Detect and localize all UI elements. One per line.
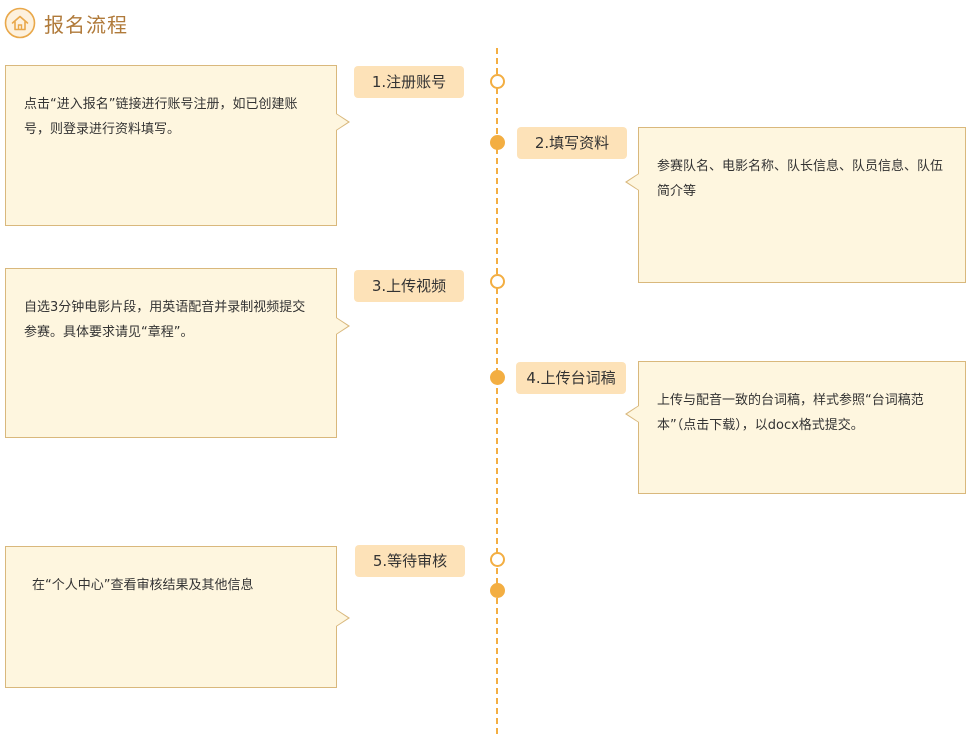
step-5-card: 在“个人中心”查看审核结果及其他信息 — [5, 546, 350, 688]
step-4-description: 上传与配音一致的台词稿，样式参照“台词稿范本”（点击下载），以docx格式提交。 — [657, 393, 924, 433]
step-1-node — [490, 74, 505, 89]
step-5-label: 5.等待审核 — [355, 545, 465, 577]
step-5-description: 在“个人中心”查看审核结果及其他信息 — [32, 578, 254, 593]
step-3-label: 3.上传视频 — [354, 270, 464, 302]
step-1-description: 点击“进入报名”链接进行账号注册，如已创建账号，则登录进行资料填写。 — [24, 97, 298, 137]
step-3-card: 自选3分钟电影片段，用英语配音并录制视频提交参赛。具体要求请见“章程”。 — [5, 268, 350, 438]
timeline-end-node — [490, 583, 505, 598]
step-4-label: 4.上传台词稿 — [516, 362, 626, 394]
step-5-node — [490, 552, 505, 567]
step-2-card: 参赛队名、电影名称、队长信息、队员信息、队伍简介等 — [625, 127, 966, 283]
page-header: 报名流程 — [4, 6, 128, 40]
step-2-node — [490, 135, 505, 150]
step-2-label: 2.填写资料 — [517, 127, 627, 159]
step-3-description: 自选3分钟电影片段，用英语配音并录制视频提交参赛。具体要求请见“章程”。 — [24, 300, 306, 340]
step-1-label: 1.注册账号 — [354, 66, 464, 98]
page-title: 报名流程 — [44, 12, 128, 37]
timeline-line — [496, 48, 498, 734]
home-icon — [4, 7, 36, 39]
step-2-description: 参赛队名、电影名称、队长信息、队员信息、队伍简介等 — [657, 159, 944, 199]
step-1-card: 点击“进入报名”链接进行账号注册，如已创建账号，则登录进行资料填写。 — [5, 65, 350, 226]
step-4-node — [490, 370, 505, 385]
step-3-node — [490, 274, 505, 289]
step-4-card: 上传与配音一致的台词稿，样式参照“台词稿范本”（点击下载），以docx格式提交。 — [625, 361, 966, 494]
